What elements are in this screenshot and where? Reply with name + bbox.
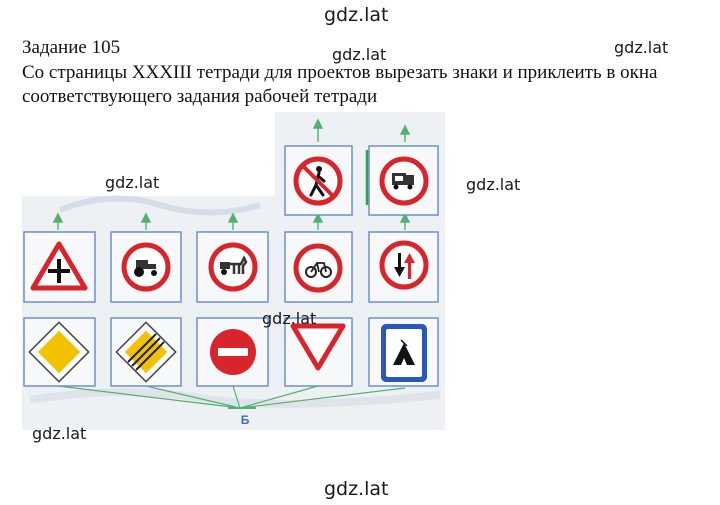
give-way-icon [290,323,346,371]
watermark: gdz.lat [614,38,669,57]
no-tractors-icon [121,242,171,292]
no-horse-carts-icon [208,242,258,292]
camping-icon [381,324,427,382]
up-arrows [52,118,411,230]
watermark: gdz.lat [324,478,389,500]
worksheet-label: Б [241,413,250,427]
watermark: gdz.lat [332,45,387,64]
watermark: gdz.lat [32,424,87,443]
no-trucks-icon [379,156,429,206]
end-of-priority-road-icon [115,321,177,383]
no-pedestrians-icon [293,156,343,206]
watermark: gdz.lat [105,173,160,192]
no-bicycles-icon [293,243,343,293]
task-title: Задание 105 [22,37,121,58]
no-entry-icon [210,329,256,375]
watermark: gdz.lat [466,175,521,194]
watermark: gdz.lat [262,309,317,328]
connector-lines [57,385,406,409]
oncoming-priority-icon [379,240,429,290]
crossroad-warning-icon [30,241,88,291]
watermark: gdz.lat [324,4,389,26]
priority-road-icon [28,321,90,383]
task-text: Со страницы XXXIII тетради для проектов … [22,62,658,107]
